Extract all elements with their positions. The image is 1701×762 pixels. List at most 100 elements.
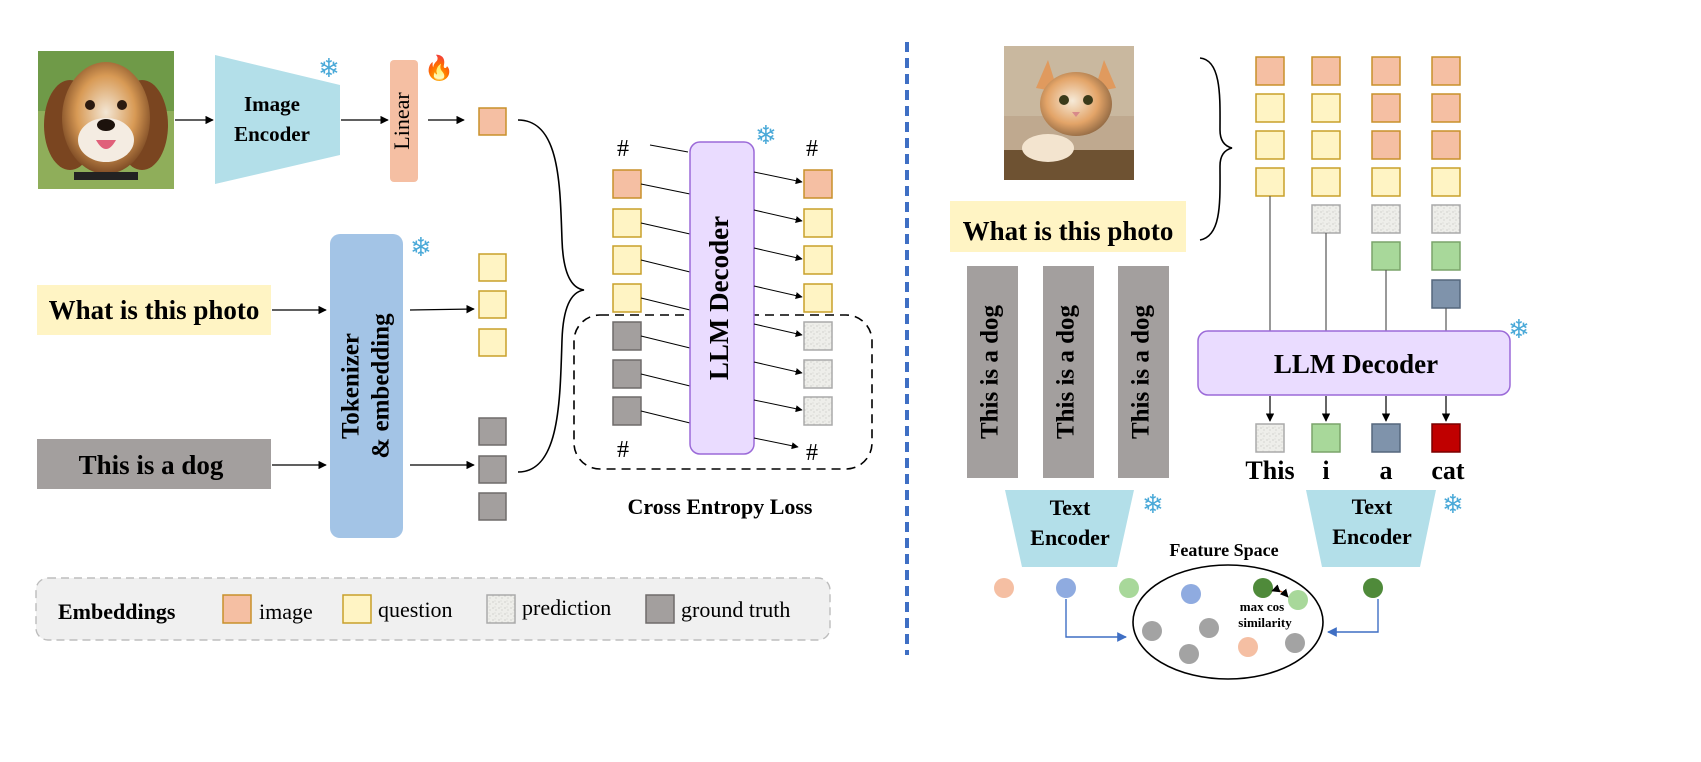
question-token <box>1371 167 1401 197</box>
image-token <box>1371 93 1401 123</box>
decoder-input-connectors <box>640 183 691 424</box>
ground-truth-token <box>478 492 507 521</box>
llm-decoder-label: LLM Decoder <box>704 216 734 380</box>
end-hash-bottom: # <box>806 440 818 466</box>
question-token <box>478 253 507 282</box>
image-token <box>1255 56 1285 86</box>
prediction-token <box>1255 423 1285 453</box>
prediction-token <box>803 321 833 351</box>
question-token <box>803 283 833 313</box>
output-word: a <box>1380 456 1393 485</box>
answer-box <box>37 439 271 489</box>
blue-arrow-left <box>1065 599 1127 642</box>
right-column-connectors <box>1269 196 1447 331</box>
question-token <box>478 328 507 357</box>
decoder-output-tokens <box>803 169 833 426</box>
text-encoder-label-line2: Encoder <box>1030 525 1110 550</box>
right-output-tokens <box>1255 423 1461 453</box>
slate-token <box>1371 423 1401 453</box>
prediction-token <box>1311 204 1341 234</box>
llm-decoder-left: LLM Decoder <box>689 141 755 455</box>
image-token <box>1431 93 1461 123</box>
tokenizer-label-line2: & embedding <box>368 313 395 459</box>
snowflake-icon: ❄ <box>1442 490 1464 519</box>
max-cos-label-line1: max cos <box>1240 599 1284 614</box>
right-question-text: What is this photo <box>963 216 1174 246</box>
image-token <box>1431 130 1461 160</box>
question-tokens <box>478 253 507 357</box>
image-token <box>1311 56 1341 86</box>
question-token <box>1255 130 1285 160</box>
llm-decoder-right: LLM Decoder <box>1197 330 1511 396</box>
image-token <box>1371 56 1401 86</box>
feature-dot <box>1119 578 1139 598</box>
legend-swatch-image <box>222 594 252 624</box>
right-question-highlight <box>950 201 1186 252</box>
legend-swatch-question <box>342 594 372 624</box>
feature-space-ellipse <box>1132 564 1324 680</box>
green-token <box>1371 241 1401 271</box>
text-encoder-right: Text Encoder <box>1306 490 1436 567</box>
question-token <box>612 245 642 275</box>
start-hash: # <box>617 136 629 162</box>
image-encoder-label-line2: Encoder <box>234 122 310 146</box>
question-token <box>1431 167 1461 197</box>
connector-line <box>649 144 689 153</box>
ground-truth-token <box>612 321 642 351</box>
tokenizer-label-line1: Tokenizer <box>338 333 365 439</box>
feature-space-label: Feature Space <box>1169 540 1278 560</box>
text-encoder-left: Text Encoder <box>1005 490 1134 567</box>
snowflake-icon: ❄ <box>318 54 340 83</box>
legend-label-image: image <box>259 599 313 624</box>
llm-decoder-right-label: LLM Decoder <box>1274 349 1438 379</box>
feature-dot <box>1056 578 1076 598</box>
question-token <box>612 283 642 313</box>
right-decoder-output-arrows <box>1265 396 1451 422</box>
legend-label-prediction: prediction <box>522 595 611 620</box>
ground-truth-token <box>612 396 642 426</box>
caption-text: This is a dog <box>1128 304 1155 439</box>
prediction-token <box>1431 204 1461 234</box>
caption-text: This is a dog <box>977 304 1004 439</box>
snowflake-icon: ❄ <box>1142 490 1164 519</box>
caption-bar <box>967 266 1018 478</box>
cat-photo <box>1004 46 1134 180</box>
answer-tokens <box>478 417 507 521</box>
linear-label: Linear <box>389 92 414 150</box>
legend-swatch-prediction <box>486 594 516 624</box>
legend-title: Embeddings <box>58 599 176 624</box>
output-word: cat <box>1431 456 1465 485</box>
image-encoder: Image Encoder <box>215 55 340 184</box>
text-encoder-label-line1: Text <box>1050 495 1091 520</box>
question-token <box>1311 167 1341 197</box>
loss-label: Cross Entropy Loss <box>627 494 812 519</box>
max-cos-label-line2: similarity <box>1238 615 1292 630</box>
caption-bars: This is a dog This is a dog This is a do… <box>967 266 1169 478</box>
decoder-output-connectors <box>753 171 803 450</box>
image-token <box>803 169 833 199</box>
end-hash-top: # <box>806 136 818 162</box>
snowflake-icon: ❄ <box>410 233 432 262</box>
question-token <box>1311 93 1341 123</box>
caption-bar <box>1118 266 1169 478</box>
caption-text: This is a dog <box>1053 304 1080 439</box>
image-token <box>612 169 642 199</box>
green-token <box>1431 241 1461 271</box>
linear-layer: Linear <box>389 60 418 182</box>
slate-token <box>1431 279 1461 309</box>
question-token <box>612 208 642 238</box>
prediction-token <box>803 359 833 389</box>
prediction-token <box>1371 204 1401 234</box>
legend-label-ground-truth: ground truth <box>681 597 790 622</box>
green-token <box>1311 423 1341 453</box>
caption-bar <box>1043 266 1094 478</box>
question-token <box>1311 130 1341 160</box>
question-highlight <box>37 285 271 335</box>
feature-space-dots <box>1142 578 1308 664</box>
ground-truth-token <box>612 359 642 389</box>
question-token <box>803 245 833 275</box>
ground-truth-token <box>478 417 507 446</box>
snowflake-icon: ❄ <box>1508 315 1530 344</box>
similarity-arrow <box>1271 584 1289 598</box>
